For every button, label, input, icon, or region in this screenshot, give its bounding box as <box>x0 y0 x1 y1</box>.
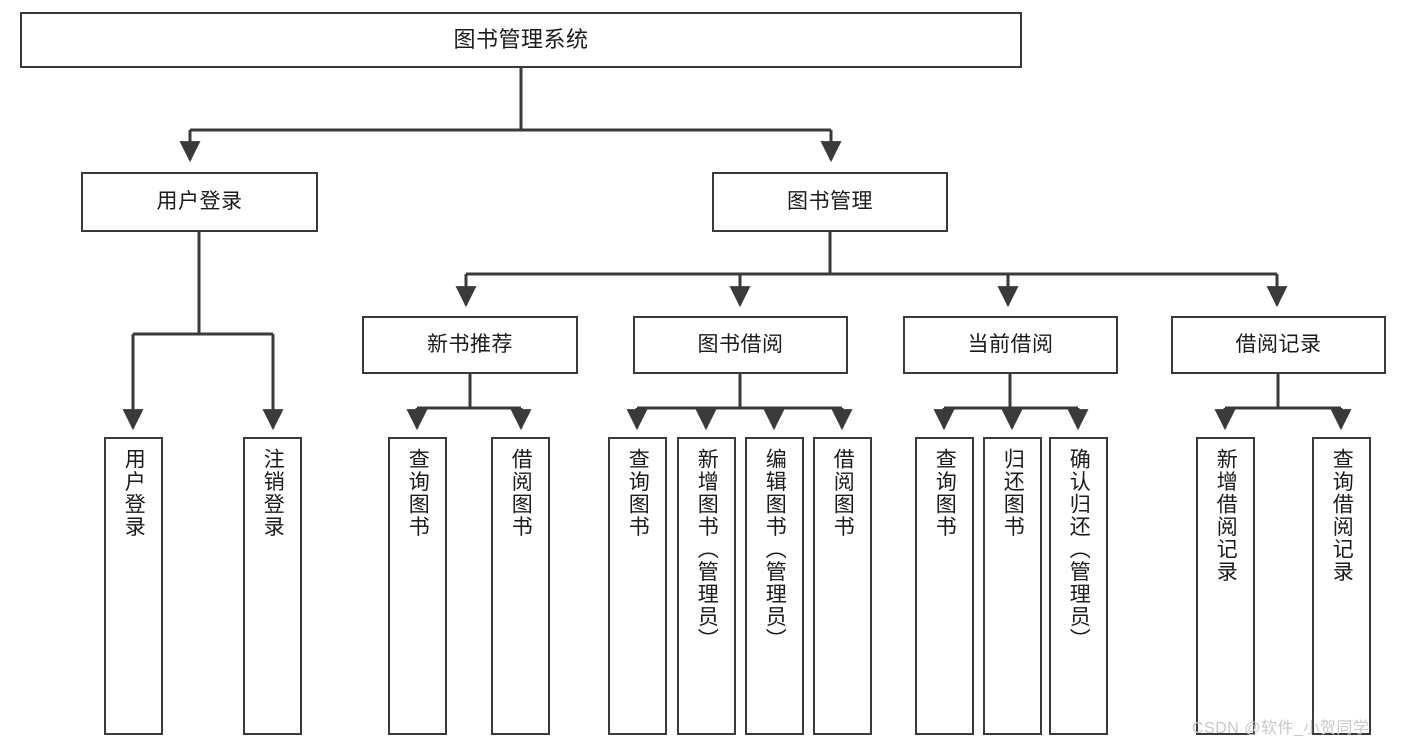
leaf-return-books[interactable]: 归还图书 <box>983 437 1042 735</box>
node-label: 注销登录 <box>261 448 285 538</box>
node-label: 查询图书 <box>406 448 430 538</box>
node-label: 查询图书 <box>626 448 650 538</box>
node-label: 新增借阅记录 <box>1214 448 1238 583</box>
leaf-edit-book-admin[interactable]: 编辑图书（管理员） <box>745 437 804 735</box>
node-label: 用户登录 <box>156 189 243 213</box>
node-book-management[interactable]: 图书管理 <box>712 172 948 232</box>
node-label: 图书管理系统 <box>453 27 589 53</box>
node-label: 借阅图书 <box>509 448 533 538</box>
node-current-borrow[interactable]: 当前借阅 <box>903 316 1118 374</box>
leaf-query-books-borrow[interactable]: 查询图书 <box>608 437 667 735</box>
node-label: 查询借阅记录 <box>1330 448 1354 583</box>
leaf-query-books-current[interactable]: 查询图书 <box>915 437 974 735</box>
leaf-borrow-books-new[interactable]: 借阅图书 <box>491 437 550 735</box>
leaf-user-login[interactable]: 用户登录 <box>104 437 163 735</box>
node-label: 用户登录 <box>122 448 146 538</box>
node-label: 新书推荐 <box>427 332 513 356</box>
node-user-login[interactable]: 用户登录 <box>81 172 318 232</box>
node-label: 编辑图书（管理员） <box>763 448 787 651</box>
node-label: 当前借阅 <box>967 332 1054 356</box>
node-new-book-recommendation[interactable]: 新书推荐 <box>362 316 578 374</box>
node-label: 借阅记录 <box>1235 332 1322 356</box>
csdn-watermark: CSDN @软件_小贺同学 <box>1192 720 1370 737</box>
leaf-query-books-new[interactable]: 查询图书 <box>388 437 447 735</box>
leaf-add-borrow-record[interactable]: 新增借阅记录 <box>1196 437 1255 735</box>
node-label: 图书借阅 <box>697 332 784 356</box>
node-label: 图书管理 <box>787 189 873 213</box>
leaf-borrow-books[interactable]: 借阅图书 <box>813 437 872 735</box>
node-root-system[interactable]: 图书管理系统 <box>20 12 1022 68</box>
node-label: 新增图书（管理员） <box>695 448 719 651</box>
node-label: 查询图书 <box>933 448 957 538</box>
node-label: 确认归还（管理员） <box>1067 448 1091 651</box>
leaf-add-book-admin[interactable]: 新增图书（管理员） <box>677 437 736 735</box>
node-borrow-records[interactable]: 借阅记录 <box>1171 316 1386 374</box>
node-label: 借阅图书 <box>831 448 855 538</box>
leaf-confirm-return-admin[interactable]: 确认归还（管理员） <box>1049 437 1108 735</box>
node-label: 归还图书 <box>1001 448 1025 538</box>
node-book-borrow[interactable]: 图书借阅 <box>633 316 848 374</box>
leaf-query-borrow-record[interactable]: 查询借阅记录 <box>1312 437 1371 735</box>
leaf-logout[interactable]: 注销登录 <box>243 437 302 735</box>
